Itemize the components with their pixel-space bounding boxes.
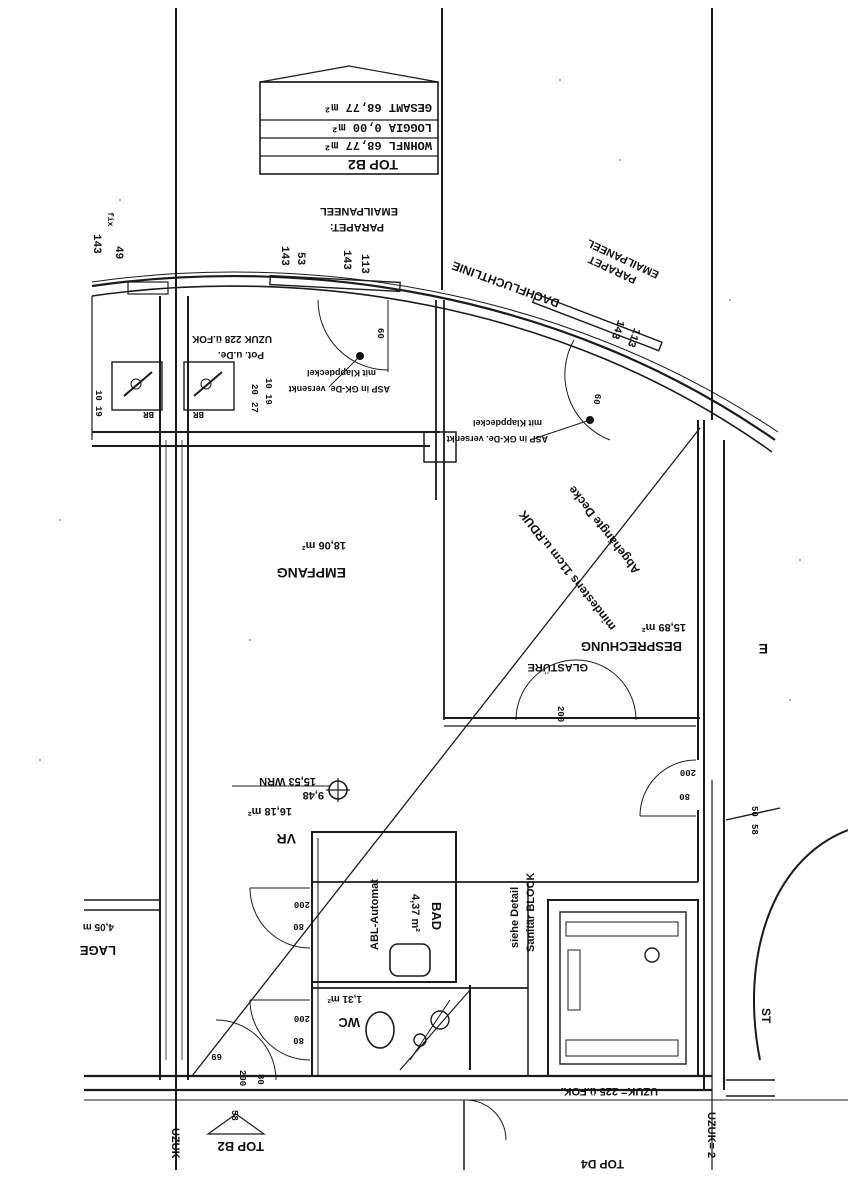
- room-empfang-area: 18,06 m²: [302, 539, 346, 551]
- room-vr-area: 16,18 m²: [248, 805, 292, 817]
- note-abl-automat: ABL-Automat: [369, 879, 381, 950]
- door-dimensions: 200 80 200 200 80 200 80 200 80 69 58 50…: [211, 706, 759, 1121]
- note-siehe-detail: siehe Detail: [509, 887, 521, 948]
- dim-19: 19: [93, 406, 103, 417]
- note-sanitaer-block: Sanitär BLOCK: [525, 872, 537, 952]
- room-bad-name: BAD: [429, 902, 444, 930]
- note-parapet-1: PARAPET:: [330, 221, 384, 233]
- area-table: TOP B2 WOHNFL 68,77 m² LOGGIA 0,00 m² GE…: [259, 65, 439, 175]
- curved-facade: [91, 271, 779, 453]
- room-empfang: EMPFANG 18,06 m²: [277, 539, 346, 581]
- dim-19b: 19: [263, 394, 273, 405]
- door-swings: [215, 299, 697, 1141]
- room-vr-name: VR: [277, 831, 296, 847]
- dim-143b: 143: [278, 246, 290, 266]
- dim-60b: 60: [591, 393, 603, 405]
- dim-143a: 143: [90, 234, 102, 254]
- dim-80a: 80: [679, 791, 690, 801]
- room-lage-name: LAGE: [80, 943, 116, 958]
- dim-58b: 58: [749, 824, 759, 835]
- facade-dimensions: 143 49 fix 143 53 143 113 143 113 60 60: [90, 212, 642, 405]
- room-vr: VR 16,18 m² 9,48 15,53 WRN: [232, 775, 330, 847]
- label-edge-e: E: [759, 641, 768, 657]
- dim-200a: 200: [680, 767, 696, 777]
- room-besprechung-area: 15,89 m²: [642, 621, 686, 633]
- label-top-b2-bottom: TOP B2: [218, 1139, 264, 1154]
- note-pot: Pot. u.De.: [218, 349, 264, 360]
- area-table-gesamt: GESAMT 68,77 m²: [324, 100, 432, 114]
- dim-fix: fix: [105, 212, 114, 227]
- sanitary-fixtures: [111, 352, 660, 1071]
- label-top-d4: TOP D4: [581, 1157, 624, 1171]
- label-uzuk-left: UZUK: [169, 1128, 181, 1159]
- area-table-wohnfl: WOHNFL 68,77 m²: [324, 138, 432, 152]
- room-wc-name: WC: [338, 1015, 360, 1030]
- facade-windows: [127, 274, 663, 352]
- note-klapp-2: mit Klappdeckel: [473, 418, 542, 428]
- grid-lines: [84, 8, 848, 1170]
- note-klapp-1: mit Klappdeckel: [307, 368, 376, 378]
- room-besprechung-name: BESPRECHUNG: [581, 639, 682, 654]
- dim-80d: 80: [255, 1074, 265, 1085]
- note-uzuk-228: UZUK 228 ü.FOK: [191, 333, 272, 344]
- room-wc: WC 1,31 m²: [327, 993, 362, 1030]
- note-asp-2: ASP in GK-De. versenkt: [447, 434, 548, 444]
- room-vr-wrn: 15,53 WRN: [259, 775, 316, 787]
- room-empfang-name: EMPFANG: [277, 565, 346, 581]
- room-besprechung: BESPRECHUNG 15,89 m²: [581, 621, 686, 654]
- dim-69: 69: [211, 1051, 222, 1061]
- note-emailpaneel-1: EMAILPANEEL: [320, 205, 398, 217]
- dim-200b: 200: [555, 706, 565, 722]
- small-dimensions-left: 10 19 10 19 20 27 BR BR: [93, 378, 273, 419]
- room-bad: BAD 4,37 m²: [409, 894, 444, 932]
- dim-200d: 200: [294, 1013, 310, 1023]
- dim-27: 27: [249, 402, 259, 413]
- label-br-2: BR: [193, 409, 204, 419]
- room-bad-area: 4,37 m²: [409, 894, 421, 932]
- area-table-header: TOP B2: [348, 157, 398, 173]
- note-abgehaengte-decke: Abgehängte Decke: [565, 483, 643, 577]
- bottom-labels: UZUK UZUK= 2 TOP D4 TOP B2 E ST: [169, 641, 773, 1171]
- note-asp-1: ASP in GK-De. versenkt: [289, 384, 390, 394]
- dim-80c: 80: [293, 1035, 304, 1045]
- walls: [84, 296, 848, 1097]
- dim-113a: 113: [358, 254, 370, 274]
- room-lage-area: 4,05 m: [83, 921, 114, 932]
- dim-143c: 143: [340, 250, 352, 270]
- dim-49: 49: [112, 246, 124, 259]
- room-lage: LAGE 4,05 m: [80, 921, 116, 958]
- dim-80b: 80: [293, 921, 304, 931]
- dim-53: 53: [294, 252, 306, 266]
- scan-specks: [39, 79, 801, 761]
- room-vr-perimeter: 9,48: [303, 789, 324, 801]
- dim-113b: 113: [624, 326, 642, 349]
- label-uzuk-right: UZUK= 2: [705, 1112, 717, 1158]
- dim-200e: 200: [237, 1070, 247, 1086]
- note-uzuk-225: UZUK= 225 ü.FOK.: [561, 1085, 659, 1097]
- dim-10: 10: [93, 390, 103, 401]
- suspended-ceiling-line: [191, 427, 701, 1077]
- label-edge-st: ST: [759, 1008, 773, 1024]
- dim-20: 20: [249, 384, 259, 395]
- dim-60a: 60: [375, 328, 385, 339]
- label-br-1: BR: [143, 409, 154, 419]
- dim-10b: 10: [263, 378, 273, 389]
- area-table-loggia: LOGGIA 0,00 m²: [331, 120, 432, 134]
- dim-50: 50: [749, 806, 759, 817]
- room-wc-area: 1,31 m²: [327, 993, 362, 1004]
- dim-200c: 200: [294, 899, 310, 909]
- note-glastuere: GLASTÜRE: [528, 661, 589, 674]
